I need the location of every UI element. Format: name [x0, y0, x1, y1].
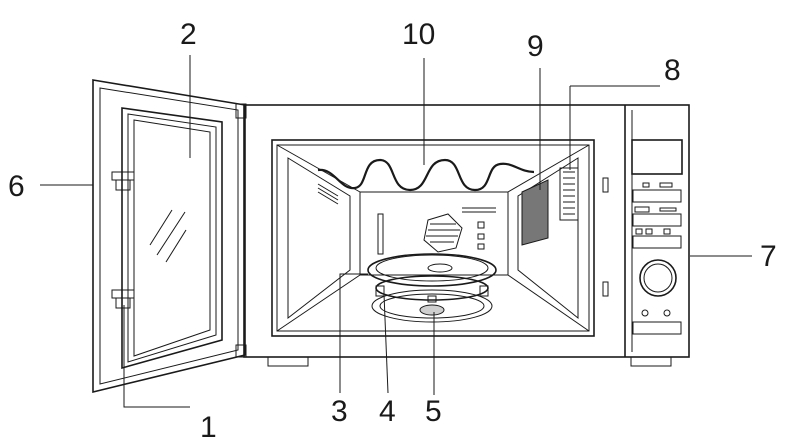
label-6: 6 — [8, 170, 25, 203]
label-7: 7 — [760, 240, 777, 273]
glass-reflection-2 — [156, 211, 186, 256]
body — [243, 104, 690, 367]
control-panel-7 — [631, 139, 683, 335]
start-stop-buttons[interactable] — [632, 309, 682, 335]
bottom-hinge — [235, 344, 247, 358]
door-frame — [121, 107, 223, 370]
label-3: 3 — [331, 395, 348, 428]
foot-left — [267, 356, 309, 367]
door-outline — [92, 79, 246, 394]
leader-4 — [383, 293, 389, 394]
back-wall-grille — [423, 213, 463, 253]
cavity-back-wall — [359, 191, 509, 276]
back-wall-left-vents — [377, 213, 384, 255]
glass-tray-3 — [367, 253, 497, 287]
label-9: 9 — [527, 30, 544, 63]
cavity-edge-br — [507, 274, 590, 332]
roller-ring-inner — [379, 293, 485, 319]
label-2: 2 — [180, 18, 197, 51]
roller-ring-track — [371, 289, 493, 323]
heating-element-10 — [317, 158, 535, 192]
cavity-front-frame — [271, 139, 595, 337]
button-row-2[interactable] — [632, 206, 682, 227]
vent-grille-8 — [559, 167, 579, 221]
left-wall-panel — [287, 157, 351, 320]
label-8: 8 — [664, 54, 681, 87]
body-outline — [243, 104, 690, 358]
door-latch-top — [111, 171, 135, 191]
label-4: 4 — [379, 395, 396, 428]
door-latch-bottom — [111, 289, 135, 309]
cavity-front-inner — [276, 144, 590, 332]
display-screen — [631, 139, 683, 175]
door-inner-edge — [99, 87, 239, 385]
callout-labels: 1 2 3 4 5 6 7 8 9 10 — [8, 18, 777, 442]
roller-ring-4 — [375, 275, 489, 303]
leader-lines — [40, 55, 752, 408]
foot-right — [630, 356, 672, 367]
door — [92, 79, 247, 394]
leader-3 — [339, 273, 368, 393]
interlock-slot-top — [602, 177, 609, 193]
control-dial[interactable] — [639, 259, 677, 297]
door-window-inner — [133, 119, 211, 357]
left-wall-vents — [317, 183, 339, 205]
coupler-5 — [419, 304, 445, 316]
label-10: 10 — [402, 18, 435, 51]
cavity-edge-tr — [507, 144, 590, 193]
turntable-assembly — [367, 253, 497, 323]
glass-reflection-1 — [149, 209, 173, 246]
button-row-3[interactable] — [632, 228, 682, 249]
right-wall-panel — [517, 157, 579, 320]
cavity — [271, 139, 609, 337]
back-wall-symbols — [477, 221, 485, 250]
top-hinge — [235, 103, 247, 119]
cavity-edge-bl — [276, 274, 361, 332]
leader-1 — [123, 305, 190, 408]
label-1: 1 — [200, 411, 217, 442]
door-frame-inner — [127, 113, 217, 363]
cavity-edge-tl — [276, 144, 361, 193]
glass-reflection-3 — [165, 229, 187, 263]
interlock-slot-bottom — [602, 281, 609, 297]
waveguide-cover-9 — [521, 179, 549, 246]
label-5: 5 — [425, 395, 442, 428]
back-wall-top-vents — [462, 207, 496, 213]
button-row-1[interactable] — [632, 182, 682, 203]
back-wall-grille-hatch — [426, 223, 460, 243]
